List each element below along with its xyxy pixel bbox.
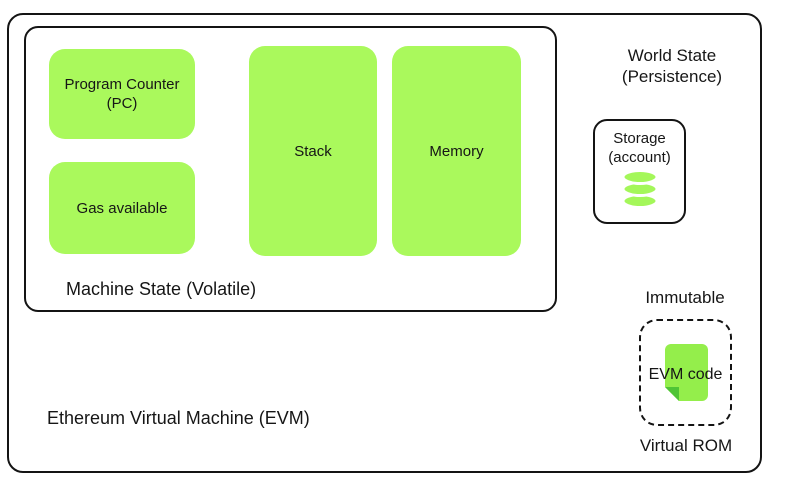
immutable-label: Immutable <box>645 288 725 307</box>
database-icon <box>621 169 658 209</box>
virtual-rom-box: EVM code <box>639 319 732 426</box>
evm-code-label: EVM code <box>648 366 723 383</box>
world-state-title: World State (Persistence) <box>597 45 747 87</box>
program-counter-box: Program Counter (PC) <box>49 49 195 139</box>
stack-label: Stack <box>294 142 332 160</box>
evm-container: Program Counter (PC) Gas available Stack… <box>7 13 762 473</box>
gas-available-box: Gas available <box>49 162 195 254</box>
storage-label-line1: Storage <box>613 130 666 147</box>
gas-available-label: Gas available <box>76 199 168 217</box>
program-counter-label-line1: Program Counter <box>64 76 180 93</box>
storage-label-line2: (account) <box>608 149 671 166</box>
machine-state-container: Program Counter (PC) Gas available Stack… <box>24 26 557 312</box>
memory-box: Memory <box>392 46 521 256</box>
program-counter-label-line2: (PC) <box>106 95 138 112</box>
storage-account-box: Storage (account) <box>593 119 686 224</box>
virtual-rom-caption: Virtual ROM <box>639 436 733 455</box>
memory-label: Memory <box>429 142 484 160</box>
machine-state-label: Machine State (Volatile) <box>66 279 257 299</box>
world-state-title-line1: World State <box>627 46 717 65</box>
world-state-title-line2: (Persistence) <box>621 67 723 86</box>
stack-box: Stack <box>249 46 377 256</box>
evm-title: Ethereum Virtual Machine (EVM) <box>47 408 310 428</box>
document-page-icon <box>665 344 708 401</box>
